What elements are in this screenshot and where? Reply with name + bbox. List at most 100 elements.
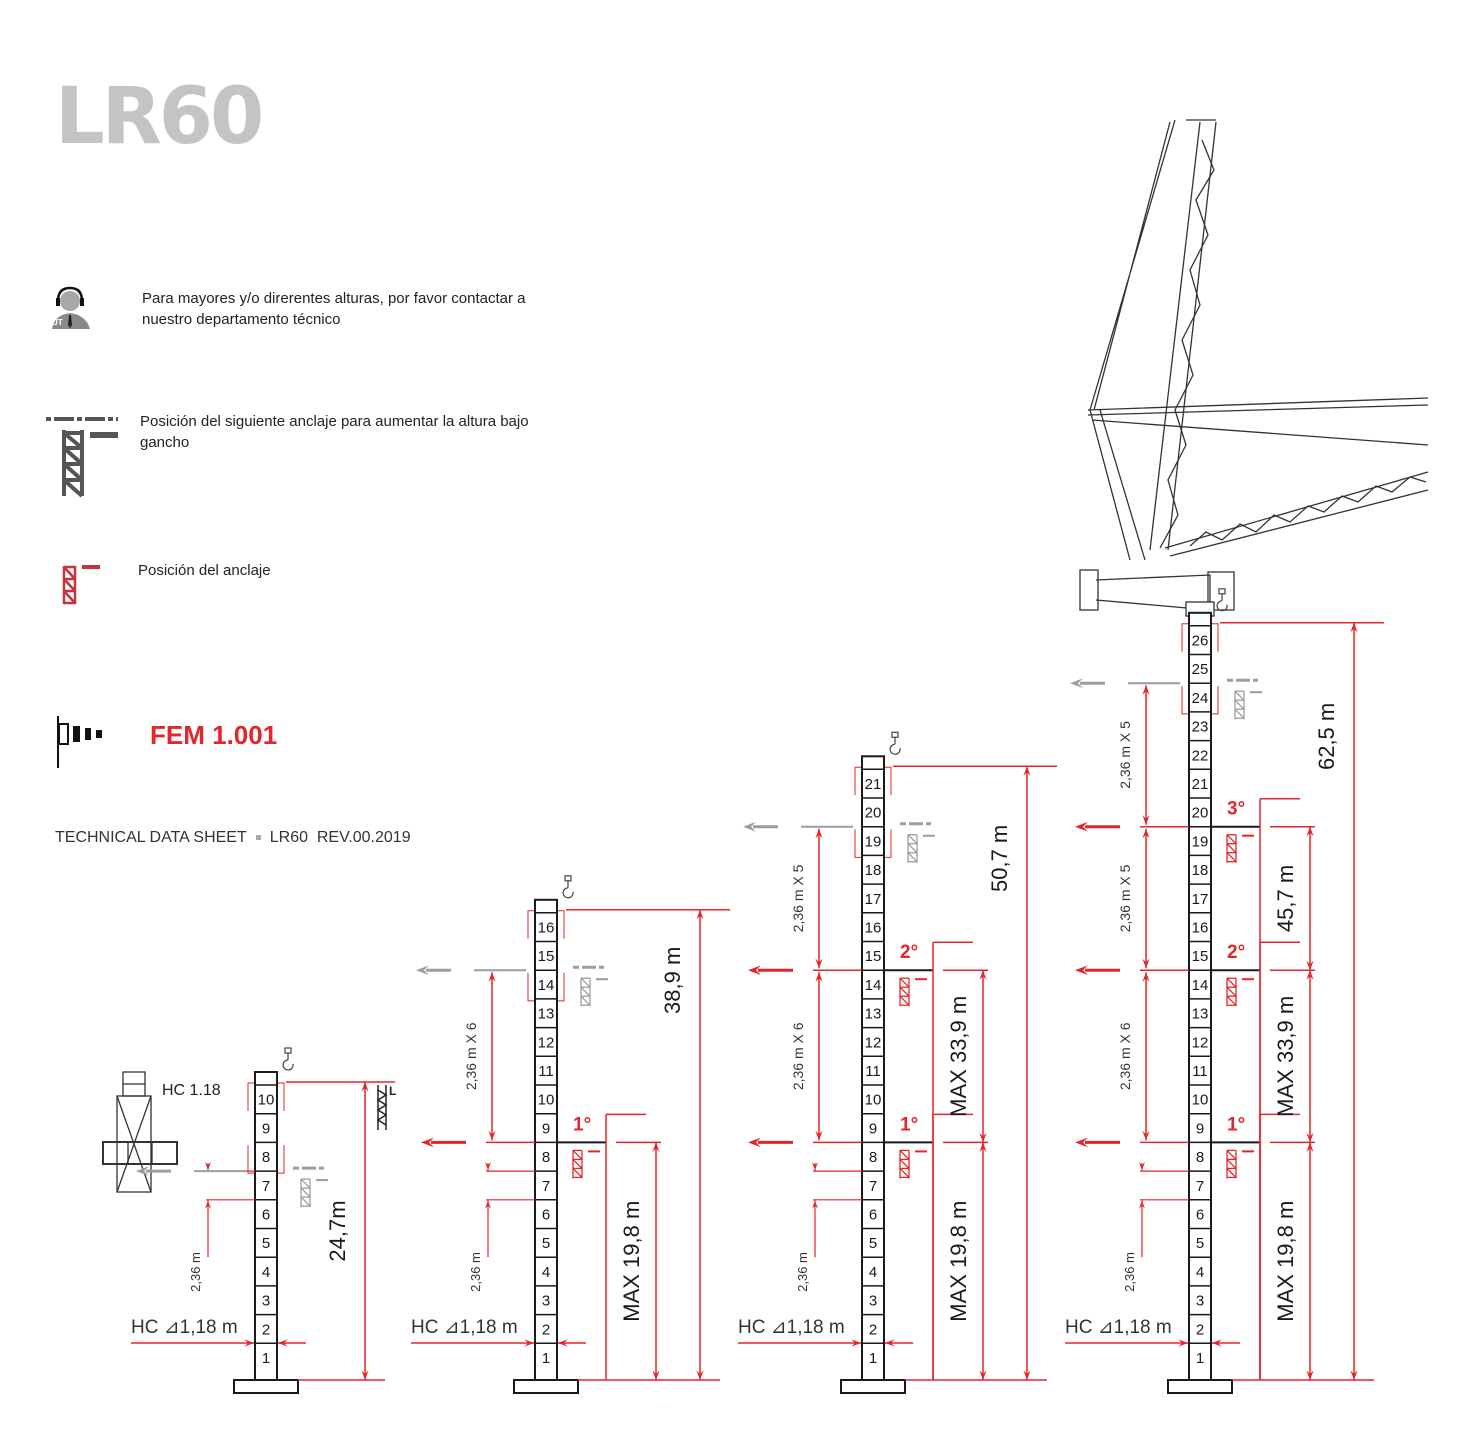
anchor-number-label: 2° [1227, 942, 1245, 963]
hc-arrowhead [1212, 1339, 1222, 1347]
tower-base [233, 1379, 299, 1394]
anchor-frame-brace [1226, 834, 1237, 845]
hook-icon [562, 875, 574, 899]
next-anchor-icon [1234, 690, 1262, 720]
hc-arrowhead [558, 1339, 568, 1347]
max-dimension-arrowhead [1306, 970, 1314, 980]
anchor-frame-brace [1226, 986, 1237, 997]
segment-number: 2 [542, 1321, 550, 1338]
segment-number: 1 [1196, 1350, 1204, 1367]
contact-badge: UT [52, 318, 63, 327]
anchor-spacing-dimension-arrowhead [1142, 815, 1150, 825]
segment-number: 4 [1196, 1264, 1204, 1281]
hook-height-dimension-arrowhead [1023, 1370, 1031, 1380]
segment-number: 13 [538, 1006, 555, 1023]
segment-number: 3 [1196, 1293, 1204, 1310]
segment-number: 16 [865, 920, 882, 937]
anchor-spacing-dimension-arrowhead [488, 972, 496, 982]
segment-number: 12 [1192, 1034, 1209, 1051]
anchor-spacing-dimension-arrowhead [815, 1130, 823, 1141]
anchor-spacing-dimension-arrowhead [1142, 972, 1150, 982]
segment-number: 10 [258, 1092, 275, 1109]
anchor-direction-arrowhead [748, 965, 761, 975]
segment-number: 3 [262, 1293, 270, 1310]
segment-number: 15 [538, 948, 555, 965]
segment-number: 25 [1192, 661, 1209, 678]
segment-number: 3 [542, 1293, 550, 1310]
segment-number: 16 [1192, 920, 1209, 937]
anchor-frame-brace [1234, 699, 1245, 710]
tower-base [513, 1379, 579, 1394]
hc-detail-label: HC 1.18 [162, 1082, 221, 1099]
anchor-number-label: 3° [1227, 799, 1245, 820]
segment-number: 11 [1192, 1063, 1208, 1080]
segment-number: 1 [542, 1350, 550, 1367]
anchor-frame-brace [572, 1167, 583, 1178]
page-title: LR60 [55, 72, 264, 162]
anchor-number-label: 1° [900, 1114, 918, 1135]
tower-mast [534, 898, 558, 1381]
anchor-frame-brace [907, 834, 918, 845]
segment-number: 1 [869, 1350, 877, 1367]
hook-icon [1216, 588, 1228, 612]
anchor-spacing-label: 2,36 m X 6 [463, 1022, 479, 1090]
segment-number: 20 [1192, 805, 1209, 822]
hc-arrowhead [278, 1339, 288, 1347]
footer-doc-type: TECHNICAL DATA SHEET [55, 829, 247, 846]
max-dimension-arrowhead [1306, 1142, 1314, 1152]
next-anchor-arrowhead [1070, 678, 1083, 688]
tower-mast [254, 1071, 278, 1381]
anchor-spacing-label: 2,36 m X 6 [1117, 1022, 1133, 1090]
anchor-spacing-label: 2,36 m X 5 [1117, 721, 1133, 789]
hc-arrowhead [851, 1339, 861, 1347]
tower-4: 1234567891011121314151617181920212223242… [1065, 588, 1384, 1394]
anchor-frame-brace [1226, 995, 1237, 1006]
max-dimension-arrowhead [979, 1142, 987, 1152]
max-dimension-arrowhead [652, 1370, 660, 1380]
segment-number: 15 [1192, 948, 1209, 965]
segment-number: 10 [538, 1092, 555, 1109]
next-anchor-arrowhead [743, 821, 756, 832]
tower-mast [1188, 611, 1212, 1381]
anchor-frame-brace [907, 852, 918, 863]
hook-height-label: 50,7 m [987, 825, 1012, 892]
hook-height-dimension-arrowhead [1350, 622, 1358, 633]
hook-block [564, 875, 572, 882]
anchor-spacing-dimension-arrowhead [1142, 1130, 1150, 1141]
spacing-arrowhead [205, 1200, 211, 1209]
segment-number: 4 [262, 1264, 270, 1281]
climbing-frame-bracket [854, 766, 892, 858]
anchor-l-label: L [389, 1084, 396, 1098]
anchor-number-label: 1° [573, 1114, 591, 1135]
hook-block [284, 1047, 292, 1054]
segment-number: 7 [1196, 1178, 1204, 1195]
hc-label: HC ⊿1,18 m [738, 1317, 845, 1338]
hook-block [1218, 588, 1226, 595]
next-anchor-legend-icon [46, 417, 118, 498]
segment-number: 7 [542, 1178, 550, 1195]
hc-arrowhead [885, 1339, 895, 1347]
anchor-frame-brace [899, 986, 910, 997]
bottom-spacing-label: 2,36 m [188, 1252, 203, 1292]
hook-height-dimension-arrowhead [361, 1370, 369, 1380]
anchor-frame-brace [899, 1167, 910, 1178]
anchor-direction-arrowhead [748, 1137, 761, 1148]
spacing-arrowhead [812, 1162, 818, 1171]
segment-number: 5 [1196, 1235, 1204, 1252]
hook-height-label: 38,9 m [660, 947, 685, 1014]
segment-number: 3 [869, 1293, 877, 1310]
segment-number: 4 [542, 1264, 550, 1281]
anchor-number-label: 2° [900, 942, 918, 963]
segment-number: 14 [1192, 977, 1209, 994]
hook-height-dimension-arrowhead [1350, 1370, 1358, 1380]
anchor-frame-brace [1234, 708, 1245, 719]
segment-number: 13 [865, 1006, 882, 1023]
hc-detail-drawing [102, 1071, 178, 1193]
anchor-frame-brace [1226, 843, 1237, 854]
segment-number: 26 [1192, 633, 1209, 650]
hook-height-dimension-arrowhead [696, 909, 704, 920]
hc-arrowhead [1178, 1339, 1188, 1347]
next-anchor-icon [907, 834, 935, 863]
